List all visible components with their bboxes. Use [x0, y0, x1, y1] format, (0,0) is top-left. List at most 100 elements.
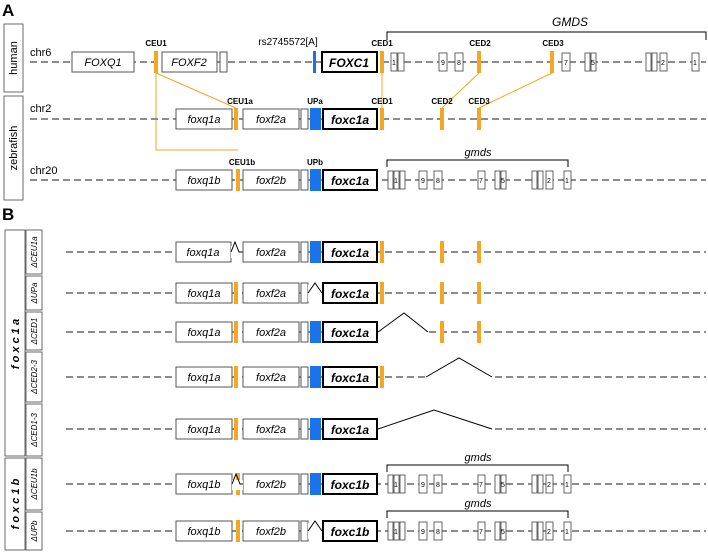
svg-text:foxq1a: foxq1a [187, 288, 220, 300]
svg-text:5: 5 [591, 60, 595, 67]
element-UPb-label: UPb [307, 158, 323, 167]
human-group-label: human [8, 41, 20, 75]
svg-text:7: 7 [564, 60, 568, 67]
element-UPb [310, 169, 321, 191]
svg-text:1: 1 [394, 529, 398, 536]
panel-a-label: A [2, 1, 14, 20]
orthology-connectors [155, 72, 553, 151]
svg-text:1: 1 [565, 178, 569, 185]
element-CEU1b [236, 169, 240, 191]
svg-text:foxc1a: foxc1a [331, 326, 369, 340]
svg-text:2: 2 [661, 60, 665, 67]
element-UPa-label: UPa [307, 97, 323, 106]
svg-text:8: 8 [436, 529, 440, 536]
chr20-label: chr20 [30, 165, 58, 177]
gene-foxf2a-a-label: foxf2a [256, 114, 286, 126]
svg-text:7: 7 [479, 529, 483, 536]
element-CEU1b-label: CEU1b [229, 158, 255, 167]
svg-text:ΔCED2-3: ΔCED2-3 [30, 360, 39, 395]
element-CED1-zf [380, 108, 384, 130]
gene-FOXC1-label: FOXC1 [329, 56, 369, 70]
svg-text:1: 1 [394, 482, 398, 489]
svg-text:ΔCEU1b: ΔCEU1b [30, 468, 39, 501]
svg-text:2: 2 [547, 482, 551, 489]
svg-text:2: 2 [547, 178, 551, 185]
svg-text:ΔCED1: ΔCED1 [30, 318, 39, 346]
gene-foxc1a-chr20 [322, 169, 378, 191]
svg-text:9: 9 [441, 60, 445, 67]
chr20-gmds-exons: 1 9 8 7 5 2 1 [387, 170, 572, 190]
element-CED2-zf-label: CED2 [431, 97, 453, 106]
svg-text:9: 9 [421, 529, 425, 536]
gene-foxf2a-a [242, 108, 300, 130]
zebrafish-group-label: zebrafish [8, 126, 20, 171]
gene-foxq1b-a [175, 169, 233, 191]
element-CED3-zf-label: CED3 [468, 97, 490, 106]
svg-text:foxf2b: foxf2b [256, 479, 286, 491]
row-d-ced23: foxq1a foxf2a foxc1a [66, 357, 706, 388]
element-CED1-zf-label: CED1 [371, 97, 393, 106]
svg-text:1: 1 [565, 529, 569, 536]
gmds-bracket-chr20 [386, 159, 569, 167]
element-CED3-human [550, 51, 554, 73]
gmds-label-human: GMDS [552, 15, 588, 29]
gene-foxq1a-a-label: foxq1a [187, 114, 220, 126]
gene-FOXQ1-label: FOXQ1 [84, 57, 121, 69]
svg-text:foxf2a: foxf2a [256, 372, 286, 384]
svg-text:5: 5 [501, 529, 505, 536]
svg-text:7: 7 [479, 482, 483, 489]
element-CED1-human [380, 51, 384, 73]
element-CED2-zf [440, 108, 444, 130]
svg-text:foxc1a: foxc1a [331, 287, 369, 301]
gene-foxq1a-a [175, 108, 233, 130]
svg-text:foxq1a: foxq1a [187, 372, 220, 384]
svg-text:1: 1 [565, 482, 569, 489]
svg-text:1: 1 [693, 60, 697, 67]
foxc1b-group-label: f o x c 1 b [10, 478, 22, 529]
chr6-label: chr6 [30, 47, 51, 59]
gene-FOXF2-exon2 [219, 51, 228, 73]
svg-text:ΔCED1-3: ΔCED1-3 [30, 413, 39, 448]
gene-foxc1a-a [322, 108, 378, 130]
gene-FOXF2-label: FOXF2 [171, 57, 206, 69]
element-CED2-human [477, 51, 481, 73]
foxc1b-group-box [4, 457, 26, 551]
svg-text:foxc1b: foxc1b [331, 478, 370, 492]
svg-text:1: 1 [394, 178, 398, 185]
svg-text:gmds: gmds [465, 452, 492, 464]
row-d-ceu1a: foxq1a foxf2a foxc1a [66, 240, 706, 263]
gene-FOXC1 [321, 51, 378, 73]
svg-text:gmds: gmds [465, 498, 492, 510]
element-CED2-human-label: CED2 [469, 39, 491, 48]
svg-text:foxf2a: foxf2a [256, 327, 286, 339]
svg-text:8: 8 [457, 60, 461, 67]
svg-text:foxc1a: foxc1a [331, 423, 369, 437]
svg-text:5: 5 [501, 178, 505, 185]
gene-foxf2b-a [242, 169, 300, 191]
svg-text:foxq1a: foxq1a [186, 247, 219, 259]
deletion-labels: ΔCEU1a ΔUPa ΔCED1 ΔCED2-3 ΔCED1-3 ΔCEU1b… [25, 229, 43, 551]
element-CED3-human-label: CED3 [542, 39, 564, 48]
row-d-upb: gmds foxq1b foxf2b foxc1b 1 9 8 7 5 2 1 [66, 498, 706, 542]
svg-text:foxq1a: foxq1a [187, 327, 220, 339]
chr2-label: chr2 [30, 103, 51, 115]
element-CED3-zf [477, 108, 481, 130]
foxc1a-group-box [4, 229, 26, 457]
svg-text:foxf2b: foxf2b [256, 526, 286, 538]
svg-text:foxf2a: foxf2a [256, 247, 286, 259]
gene-foxf2b-a-label: foxf2b [256, 175, 286, 187]
gene-foxq1b-a-label: foxq1b [187, 175, 220, 187]
gmds-label-chr20: gmds [465, 147, 492, 159]
svg-text:foxq1b: foxq1b [187, 526, 220, 538]
gene-FOXF2 [161, 51, 218, 73]
svg-text:ΔUPa: ΔUPa [30, 282, 39, 304]
svg-text:8: 8 [436, 178, 440, 185]
gene-foxc1a-a-label: foxc1a [331, 113, 369, 127]
gene-FOXQ1 [71, 51, 135, 73]
element-UPa [310, 108, 321, 130]
element-CEU1a-label: CEU1a [227, 97, 253, 106]
svg-text:foxf2a: foxf2a [256, 424, 286, 436]
element-CEU1a [234, 108, 238, 130]
element-CEU1 [154, 51, 158, 73]
